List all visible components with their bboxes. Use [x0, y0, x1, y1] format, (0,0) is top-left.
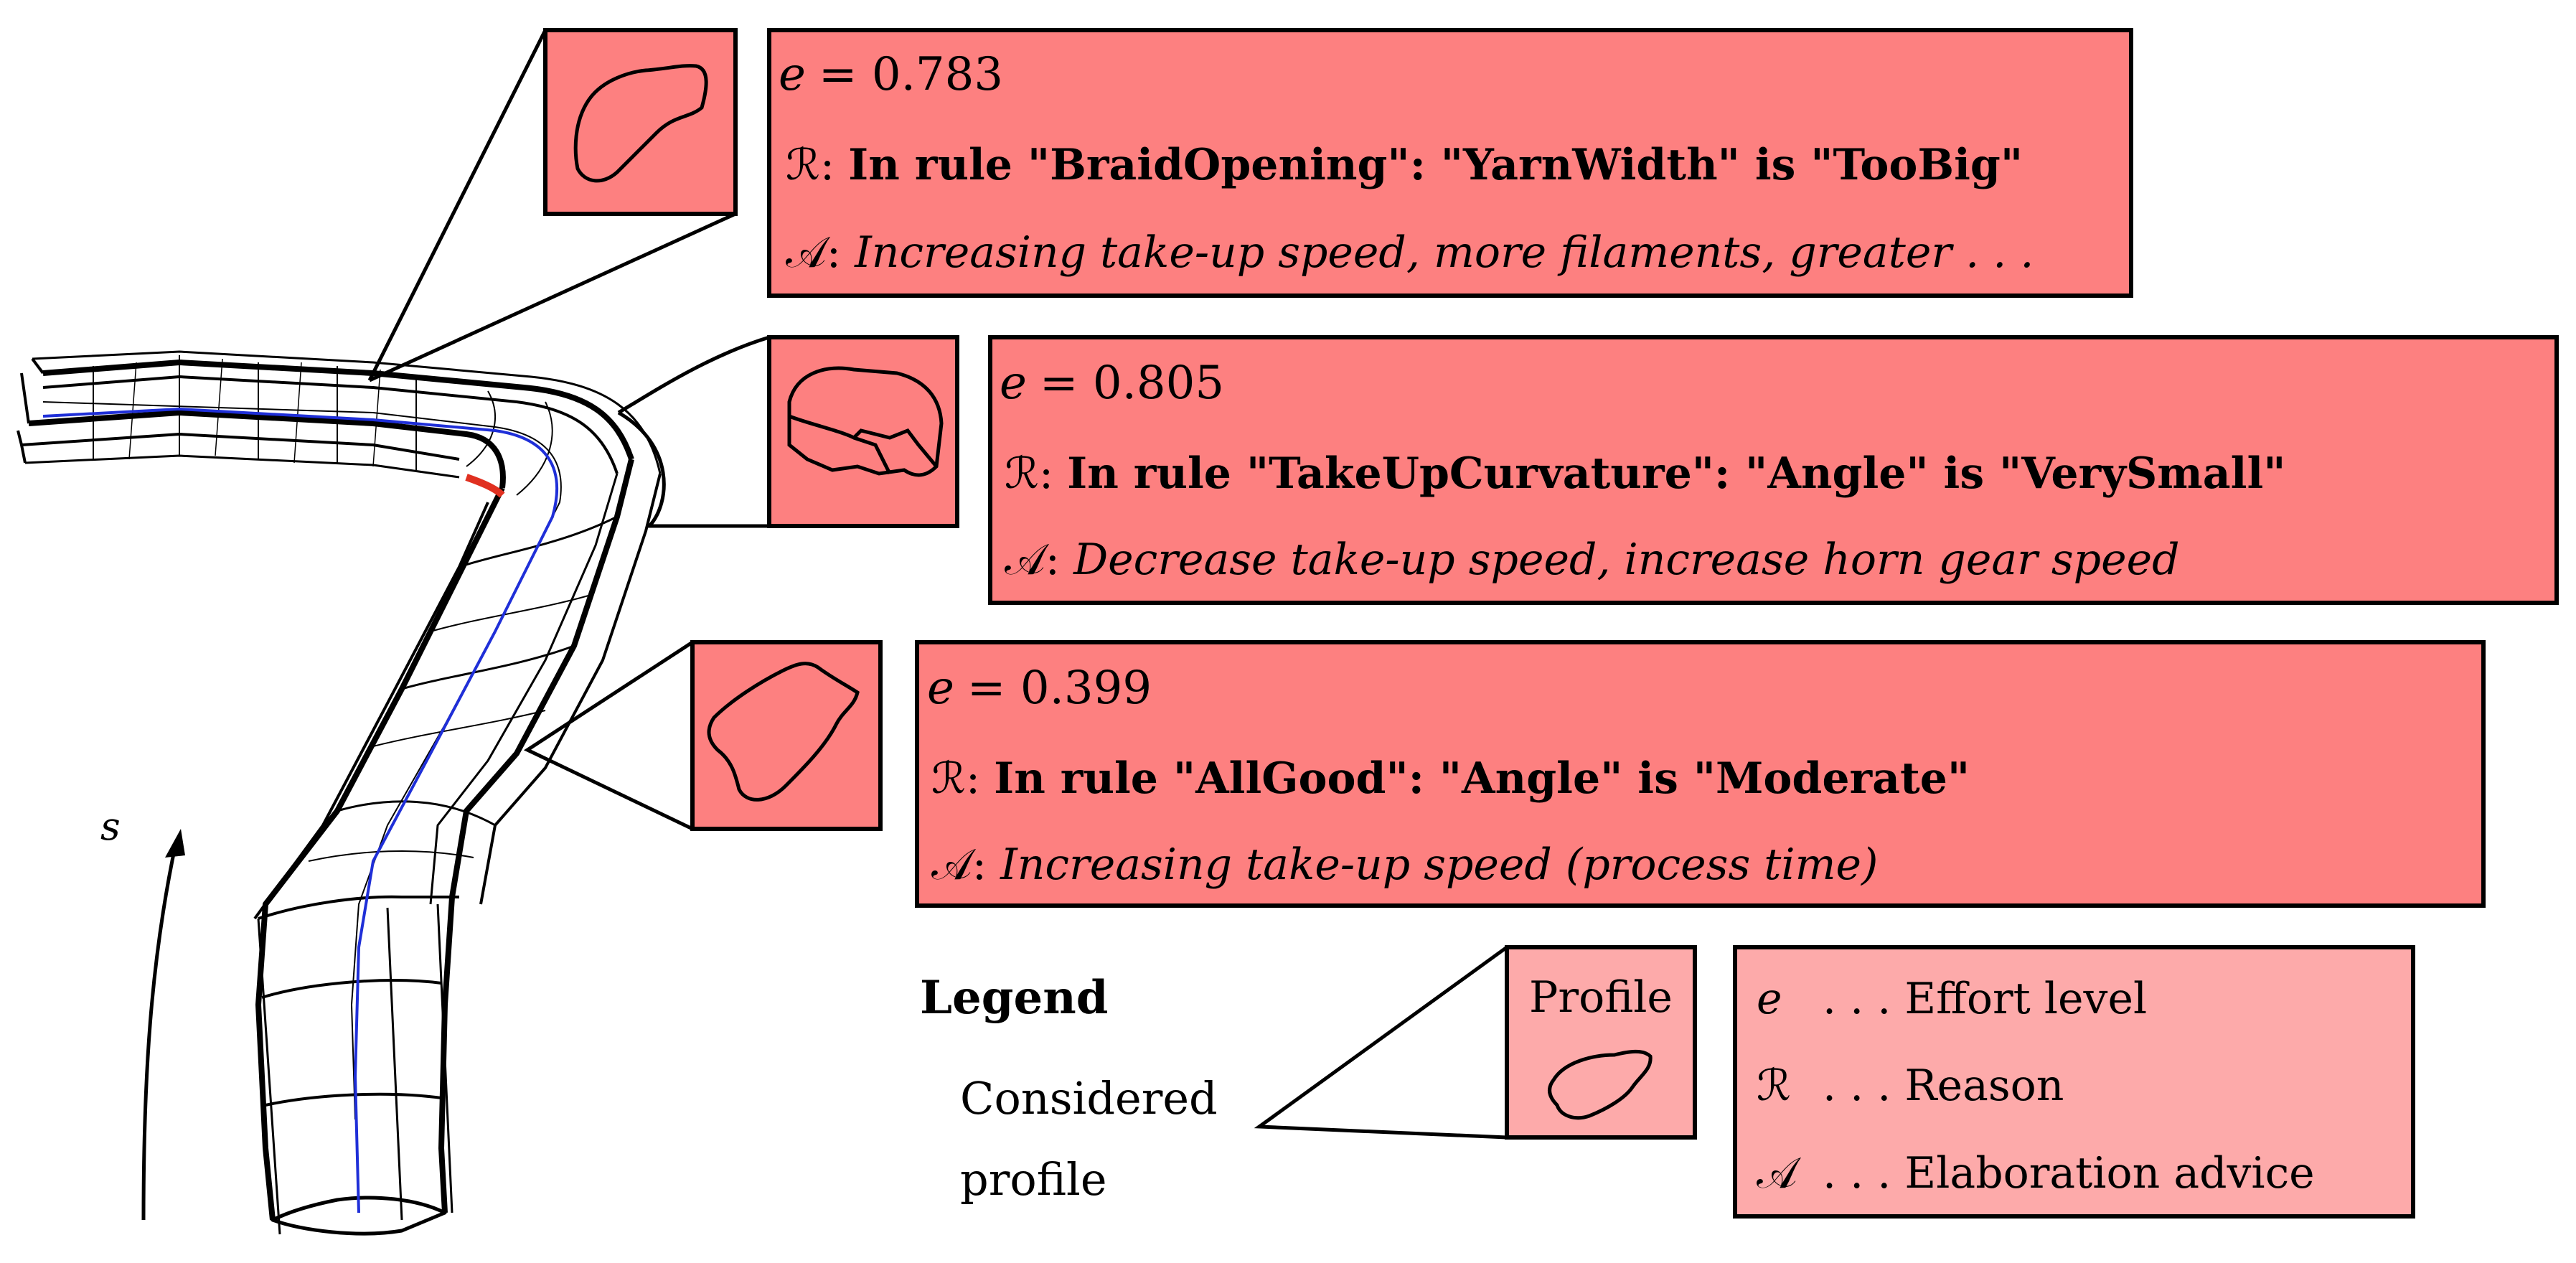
svg-text:ℛ: In rule "BraidOpening": "Ya: ℛ: In rule "BraidOpening": "YarnWidth" i…	[786, 140, 2023, 190]
svg-text:e. . . Effort level: e . . . Effort level	[1757, 974, 2147, 1024]
card-2-reason: In rule "TakeUpCurvature": "Angle" is "V…	[1067, 449, 2285, 499]
legend-considered-line1: Considered	[960, 1072, 1218, 1125]
svg-text:e= 0.783: e= 0.783	[779, 48, 1003, 101]
card-3	[915, 640, 2486, 908]
legend-profile-label: Profile	[1529, 972, 1673, 1023]
preform-wireframe	[17, 350, 662, 1236]
profile-thumbnail-1	[543, 28, 738, 216]
svg-text:𝒜. . . Elaboration advice: 𝒜 . . . Elaboration advice	[1757, 1148, 2315, 1198]
card-3-reason: In rule "AllGood": "Angle" is "Moderate"	[994, 753, 1970, 804]
card-2-e-symbol: e	[1000, 357, 1027, 410]
card-2-a-symbol: 𝒜	[1005, 535, 1050, 585]
legend-reason-text: . . . Reason	[1823, 1061, 2064, 1111]
svg-text:ℛ: In rule "AllGood": "Angle": ℛ: In rule "AllGood": "Angle" is "Modera…	[931, 753, 1970, 804]
legend-title: Legend	[920, 971, 1108, 1025]
profile-thumbnail-3	[690, 640, 883, 831]
svg-text:𝒜: Decrease take-up speed, in: 𝒜: Decrease take-up speed, increase horn…	[1005, 535, 2180, 585]
highlighted-section	[465, 474, 505, 498]
card-2-advice: Decrease take-up speed, increase horn ge…	[1073, 535, 2179, 585]
s-axis-label: s	[100, 804, 121, 849]
svg-text:ℛ: In rule "TakeUpCurvature":: ℛ: In rule "TakeUpCurvature": "Angle" is…	[1005, 449, 2286, 499]
card-2-effort-value: = 0.805	[1040, 357, 1224, 410]
profile-shape-3	[707, 662, 860, 802]
profile-shape-2	[787, 366, 944, 477]
svg-text:ℛ. . . Reason: ℛ . . . Reason	[1757, 1061, 2064, 1111]
card-2	[988, 335, 2559, 605]
legend: Legend Considered profile Profile e . . .…	[920, 945, 2415, 1219]
svg-text:e= 0.805: e= 0.805	[1000, 357, 1224, 410]
legend-symbols-box	[1733, 945, 2415, 1219]
callout-2: e= 0.805 ℛ: In rule "TakeUpCurvature": "…	[617, 335, 2559, 605]
legend-effort-text: . . . Effort level	[1823, 974, 2147, 1024]
legend-profile-box	[1505, 945, 1697, 1140]
card-3-advice: Increasing take-up speed (process time)	[1000, 840, 1878, 890]
card-1-advice: Increasing take-up speed, more filaments…	[854, 227, 2034, 278]
legend-profile-shape	[1548, 1049, 1653, 1120]
card-1-effort-value: = 0.783	[819, 48, 1003, 101]
card-3-effort-value: = 0.399	[967, 662, 1152, 715]
profile-shape-1	[573, 64, 708, 183]
card-1-a-symbol: 𝒜	[786, 227, 831, 278]
legend-a-symbol: 𝒜	[1757, 1148, 1802, 1198]
card-3-a-symbol: 𝒜	[931, 840, 977, 890]
callout-1: e= 0.783 ℛ: In rule "BraidOpening": "Yar…	[367, 28, 2133, 382]
card-1-reason: In rule "BraidOpening": "YarnWidth" is "…	[848, 140, 2023, 190]
card-1-e-symbol: e	[779, 48, 806, 101]
svg-text:e= 0.399: e= 0.399	[927, 662, 1152, 715]
card-2-r-symbol: ℛ	[1005, 449, 1039, 499]
svg-text:𝒜: Increasing take-up speed,: 𝒜: Increasing take-up speed, more filame…	[786, 227, 2034, 278]
callout-3: e= 0.399 ℛ: In rule "AllGood": "Angle" i…	[523, 640, 2486, 908]
center-path	[42, 407, 559, 1213]
legend-r-symbol: ℛ	[1757, 1061, 1791, 1111]
card-3-e-symbol: e	[927, 662, 954, 715]
card-1	[767, 28, 2133, 298]
legend-considered-line2: profile	[960, 1153, 1107, 1206]
legend-e-symbol: e	[1757, 974, 1782, 1024]
legend-advice-text: . . . Elaboration advice	[1823, 1148, 2315, 1198]
card-3-r-symbol: ℛ	[931, 753, 966, 804]
card-1-r-symbol: ℛ	[786, 140, 820, 190]
s-axis-arrow	[141, 829, 185, 1221]
svg-text:𝒜: Increasing take-up speed (: 𝒜: Increasing take-up speed (process tim…	[931, 840, 1878, 890]
